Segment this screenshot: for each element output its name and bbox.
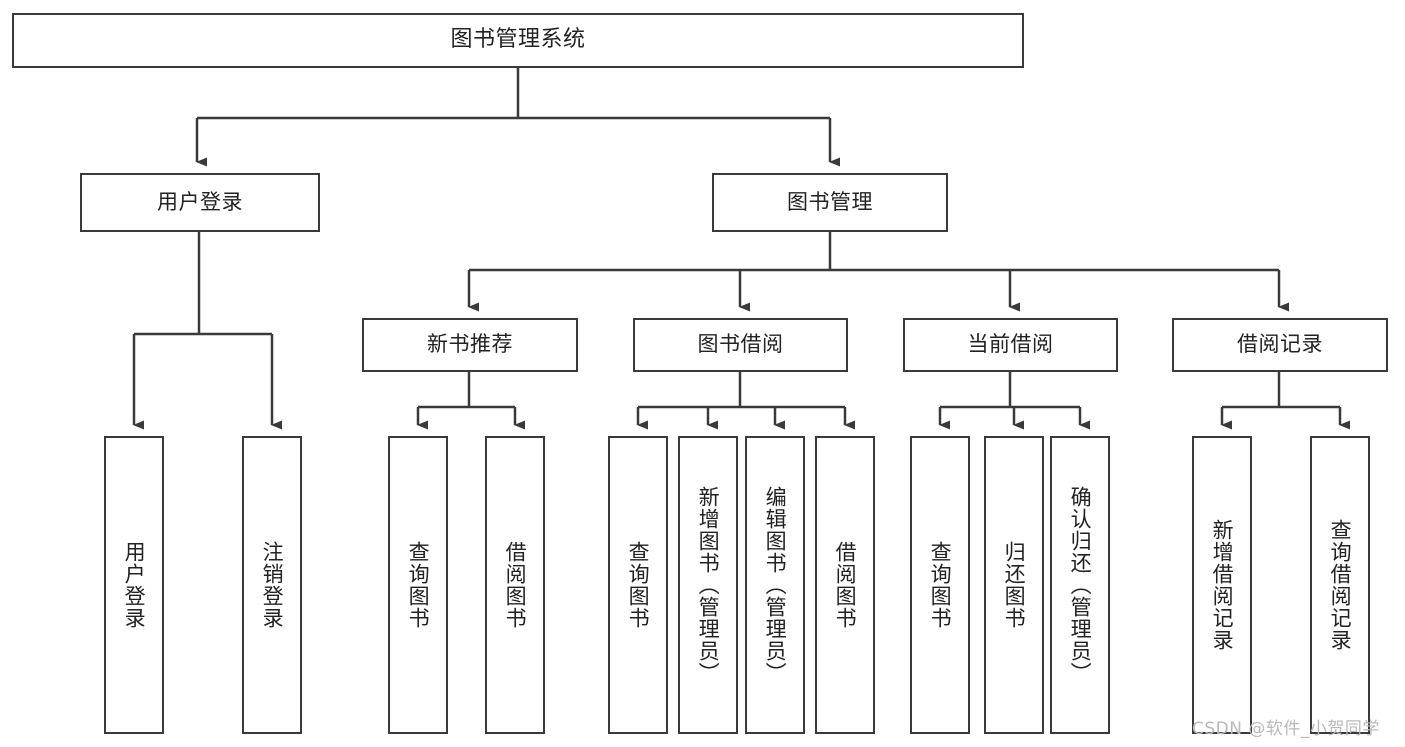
node-box-l2-2[interactable]: 当前借阅: [903, 318, 1118, 372]
node-label-leaf-6: 编辑图书（管理员）: [763, 486, 788, 684]
node-label-l1-0: 用户登录: [157, 189, 243, 214]
node-box-leaf-3[interactable]: 借阅图书: [485, 436, 545, 734]
node-label-leaf-8: 查询图书: [928, 541, 953, 629]
node-label-leaf-4: 查询图书: [626, 541, 651, 629]
node-box-root[interactable]: 图书管理系统: [12, 13, 1024, 68]
node-label-leaf-1: 注销登录: [260, 541, 285, 629]
node-box-l2-1[interactable]: 图书借阅: [633, 318, 848, 372]
node-box-leaf-5[interactable]: 新增图书（管理员）: [678, 436, 738, 734]
node-box-leaf-9[interactable]: 归还图书: [984, 436, 1044, 734]
node-box-leaf-7[interactable]: 借阅图书: [815, 436, 875, 734]
node-label-l2-3: 借阅记录: [1237, 332, 1323, 357]
node-box-leaf-12[interactable]: 查询借阅记录: [1310, 436, 1370, 734]
node-label-leaf-7: 借阅图书: [833, 541, 858, 629]
node-label-leaf-5: 新增图书（管理员）: [696, 486, 721, 684]
node-label-leaf-0: 用户登录: [122, 541, 147, 629]
node-label-leaf-10: 确认归还（管理员）: [1068, 486, 1093, 684]
node-label-root: 图书管理系统: [450, 27, 586, 53]
node-label-l1-1: 图书管理: [787, 189, 873, 214]
node-box-leaf-6[interactable]: 编辑图书（管理员）: [745, 436, 805, 734]
node-box-l2-3[interactable]: 借阅记录: [1172, 318, 1388, 372]
node-label-l2-2: 当前借阅: [967, 332, 1054, 357]
node-box-leaf-4[interactable]: 查询图书: [608, 436, 668, 734]
node-box-leaf-11[interactable]: 新增借阅记录: [1192, 436, 1252, 734]
node-box-leaf-1[interactable]: 注销登录: [242, 436, 302, 734]
node-box-l1-0[interactable]: 用户登录: [80, 173, 320, 232]
edge-lines: [132, 68, 1350, 430]
node-box-l2-0[interactable]: 新书推荐: [362, 318, 578, 372]
node-label-l2-1: 图书借阅: [697, 332, 784, 357]
node-box-leaf-2[interactable]: 查询图书: [388, 436, 448, 734]
node-box-leaf-8[interactable]: 查询图书: [910, 436, 970, 734]
node-label-leaf-11: 新增借阅记录: [1210, 519, 1235, 651]
node-label-leaf-12: 查询借阅记录: [1328, 519, 1353, 651]
node-label-leaf-3: 借阅图书: [503, 541, 528, 629]
node-label-l2-0: 新书推荐: [427, 332, 513, 357]
node-label-leaf-9: 归还图书: [1002, 541, 1027, 629]
node-box-leaf-10[interactable]: 确认归还（管理员）: [1050, 436, 1110, 734]
node-label-leaf-2: 查询图书: [406, 541, 431, 629]
node-box-l1-1[interactable]: 图书管理: [712, 173, 948, 232]
node-box-leaf-0[interactable]: 用户登录: [104, 436, 164, 734]
